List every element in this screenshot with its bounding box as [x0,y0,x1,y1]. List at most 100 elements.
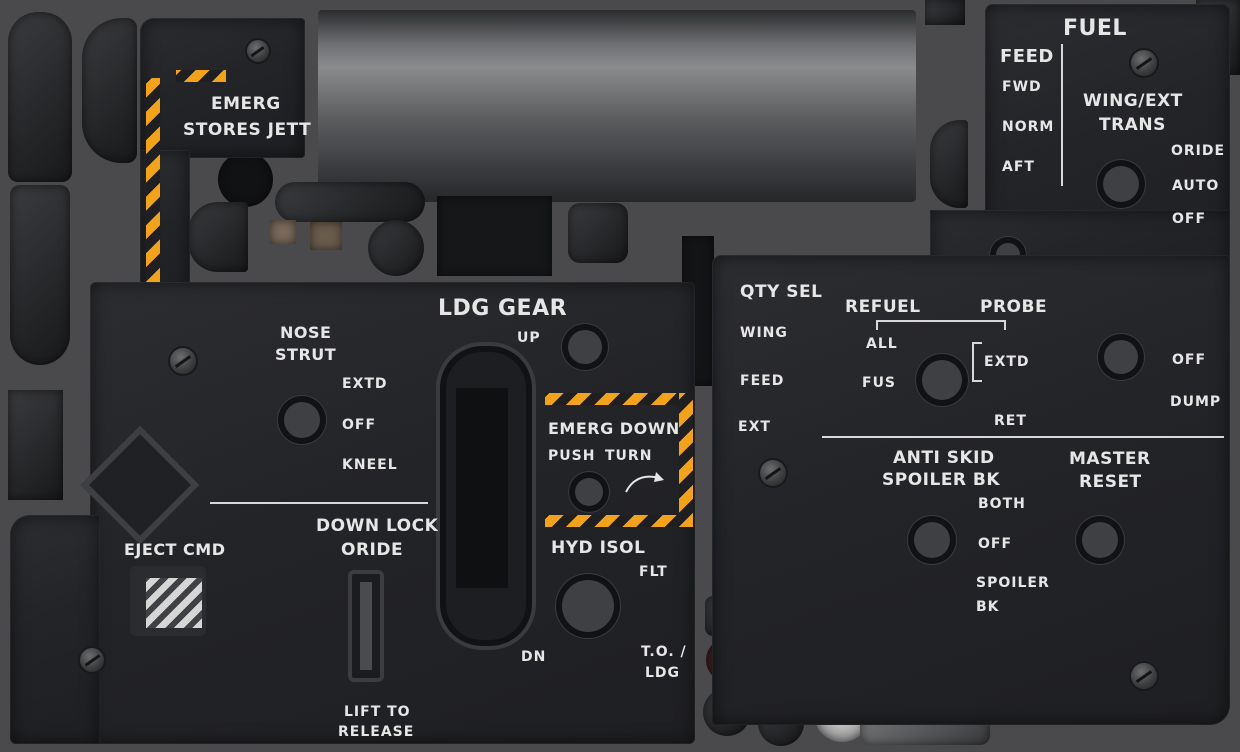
qty-sel-ext: EXT [738,419,771,435]
probe-ret: RET [994,413,1027,429]
emerg-down-push: PUSH [548,448,596,464]
emerg-down-handle[interactable] [575,478,603,506]
down-lock-label-2: ORIDE [341,540,404,560]
refuel-bracket-right [1004,320,1006,330]
anti-skid-spoiler: SPOILER [976,575,1050,591]
probe-label: PROBE [980,297,1048,317]
screw-icon [170,348,196,374]
down-lock-label-1: DOWN LOCK [316,516,439,536]
qty-sel-wing: WING [740,325,788,341]
refuel-bracket-left [876,320,878,330]
ldg-gear-divider [210,502,428,504]
emerg-down-hazard-top [545,393,693,405]
down-lock-slot-inner [360,582,372,670]
ldg-gear-handle-track [456,388,508,588]
arm-part [275,182,425,222]
hyd-isol-to-ldg-2: LDG [645,665,681,681]
ldg-gear-up-label: UP [517,330,541,346]
screw-icon [247,40,269,62]
screw-icon [760,460,786,486]
fuel-panel-lower [712,255,1230,725]
stores-jett-label-2: STORES JETT [183,120,312,140]
qty-sel-title: QTY SEL [740,282,823,302]
feed-fwd: FWD [1002,79,1042,95]
qty-all: ALL [866,336,898,352]
dump-off: OFF [1172,352,1207,368]
emerg-down-title: EMERG DOWN [548,419,680,438]
feed-norm: NORM [1002,119,1055,135]
wing-ext-oride: ORIDE [1171,143,1226,159]
hyd-isol-title: HYD ISOL [551,538,646,558]
nose-strut-off: OFF [342,417,377,433]
curved-grip-part [188,202,248,272]
fuel-horizontal-divider [822,436,1224,438]
qty-sel-switch[interactable] [922,360,962,400]
screw-icon [1131,663,1157,689]
hyd-isol-to-ldg-1: T.O. / [641,644,687,660]
anti-skid-label-2: SPOILER BK [882,470,1001,490]
refuel-label: REFUEL [845,297,921,317]
probe-bracket-top [972,342,982,344]
curved-piece-part [930,120,968,208]
small-screw-part [270,220,296,244]
ldg-gear-title: LDG GEAR [438,296,568,321]
feed-title: FEED [1000,46,1054,67]
hex-knob-part [568,203,628,263]
eject-cmd-label: EJECT CMD [124,540,226,559]
ldg-gear-dn-label: DN [521,649,547,665]
ldg-gear-panel-left-extension [10,515,100,744]
metal-cylinder-texture [318,10,916,202]
hazard-stripe-top [176,70,226,82]
nose-strut-label-1: NOSE [280,323,332,342]
nose-strut-label-2: STRUT [275,345,337,364]
lift-to-label: LIFT TO [344,704,411,720]
release-label: RELEASE [338,724,415,740]
hyd-isol-switch[interactable] [562,580,614,632]
anti-skid-switch[interactable] [914,522,950,558]
probe-bracket-bottom [972,380,982,382]
emerg-down-hazard-right [679,393,693,527]
emerg-down-hazard-bottom [545,515,693,527]
eject-cmd-lamp-icon [146,578,202,628]
probe-extd: EXTD [984,354,1030,370]
curved-bracket-part [82,18,137,163]
wing-ext-label-2: TRANS [1099,115,1166,135]
dump-dump: DUMP [1170,394,1222,410]
small-screw-part-2 [310,222,342,250]
nose-strut-extd: EXTD [342,376,388,392]
fuel-vertical-divider [1061,44,1063,186]
hazard-stripe-left [146,78,160,310]
master-reset-label-2: RESET [1079,472,1142,492]
ring-knob-part [368,220,424,276]
dump-switch[interactable] [1104,340,1138,374]
qty-fus: FUS [862,375,897,391]
screw-icon [80,648,104,672]
anti-skid-label-1: ANTI SKID [893,448,995,468]
nose-strut-kneel: KNEEL [342,457,398,473]
wing-ext-auto: AUTO [1172,178,1220,194]
anti-skid-bk: BK [976,599,1000,615]
corner-piece-part [925,0,965,25]
fuel-title: FUEL [1063,16,1127,41]
master-reset-button[interactable] [1082,522,1118,558]
master-reset-label-1: MASTER [1069,449,1151,469]
black-block-part [437,196,552,276]
anti-skid-both: BOTH [978,496,1026,512]
probe-bracket-side [972,342,974,382]
anti-skid-off: OFF [978,536,1013,552]
nose-strut-switch[interactable] [284,402,320,438]
lever-part [8,12,72,182]
small-bracket-part [8,390,63,500]
wing-ext-label-1: WING/EXT [1083,91,1183,111]
stores-jett-label-1: EMERG [211,94,281,114]
knob-part [218,152,273,207]
hyd-isol-flt: FLT [639,564,668,580]
wing-ext-off: OFF [1172,211,1207,227]
qty-sel-feed: FEED [740,373,785,389]
turn-arrow-icon [625,472,664,493]
ldg-gear-indicator-light[interactable] [568,330,602,364]
emerg-down-turn: TURN [605,448,653,464]
screw-icon [1131,50,1157,76]
refuel-bracket-top [876,320,1006,322]
wing-ext-trans-switch[interactable] [1103,166,1139,202]
